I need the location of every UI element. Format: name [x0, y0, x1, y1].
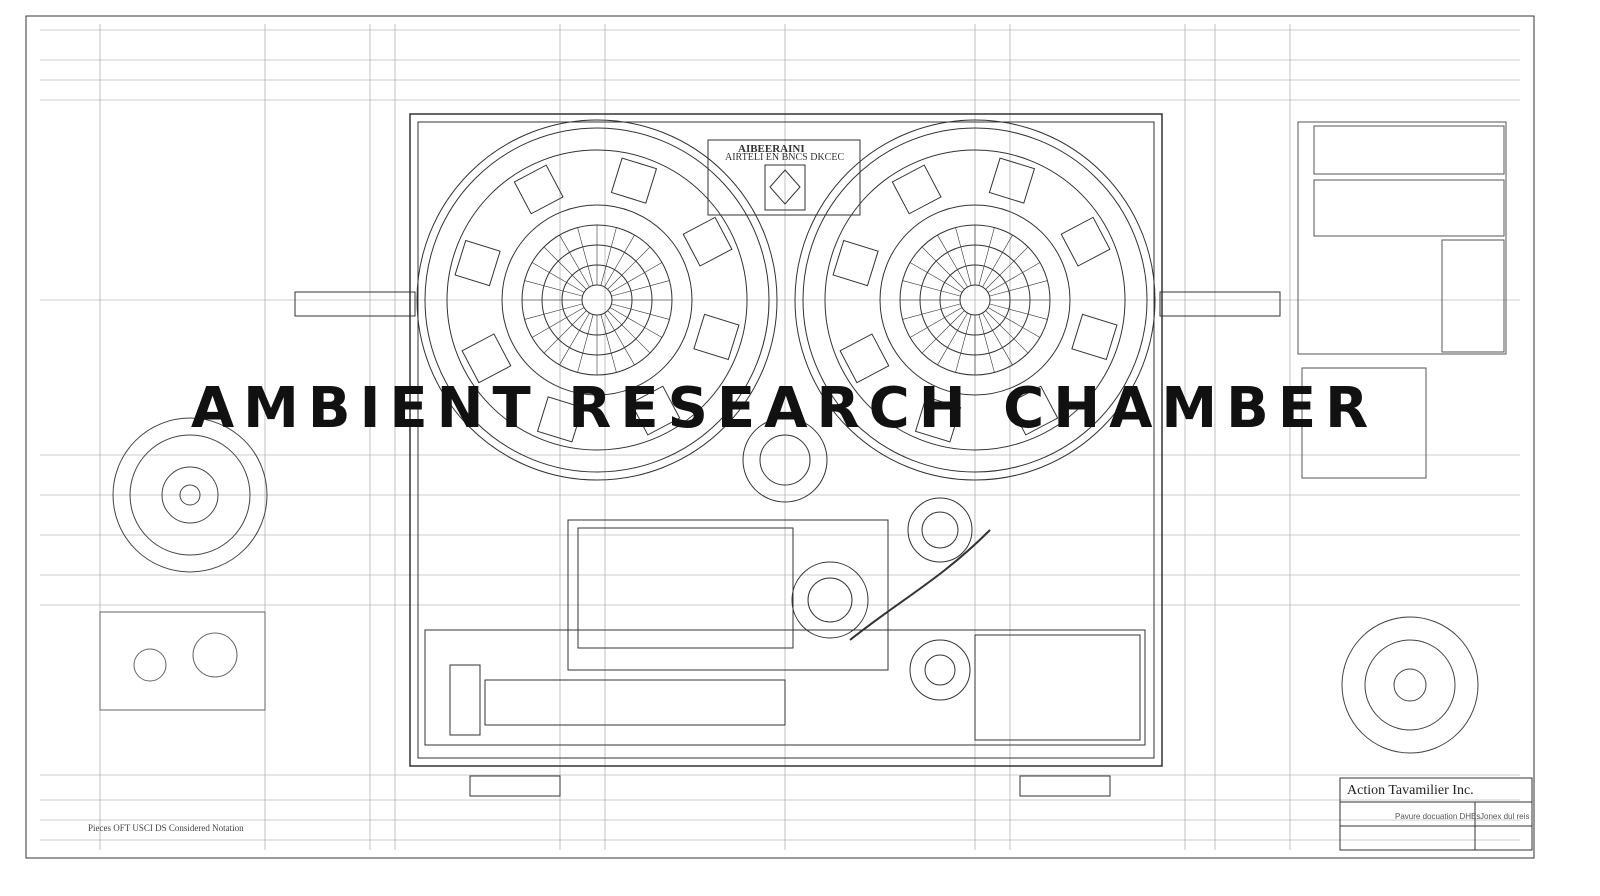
side-wheel-left [112, 417, 268, 573]
side-wheel-right [1341, 616, 1479, 754]
poster-title: AMBIENT RESEARCH CHAMBER [190, 376, 1378, 441]
left-reel [416, 119, 778, 481]
right-reel [794, 119, 1156, 481]
spec-tables [1297, 121, 1507, 479]
construction-lines [40, 24, 1520, 850]
label-panel [707, 139, 861, 216]
panel-label-line1: AIBEERAINI [738, 143, 805, 155]
cabinet [294, 113, 1281, 797]
title-block-subtitle-right: Jonex dul reis [1480, 812, 1530, 821]
panel-label-line2: AIRTELI EN BNCS DKCEC [725, 152, 845, 163]
title-block [1339, 777, 1533, 851]
mini-device-left [99, 611, 266, 711]
control-section [424, 417, 1146, 746]
title-block-company: Action Tavamilier Inc. [1347, 783, 1474, 798]
title-block-subtitle: Pavure docuation DHEs [1395, 812, 1481, 821]
sheet-border [25, 15, 1535, 859]
drawing-caption: Pieces OFT USCI DS Considered Notation [88, 823, 244, 833]
